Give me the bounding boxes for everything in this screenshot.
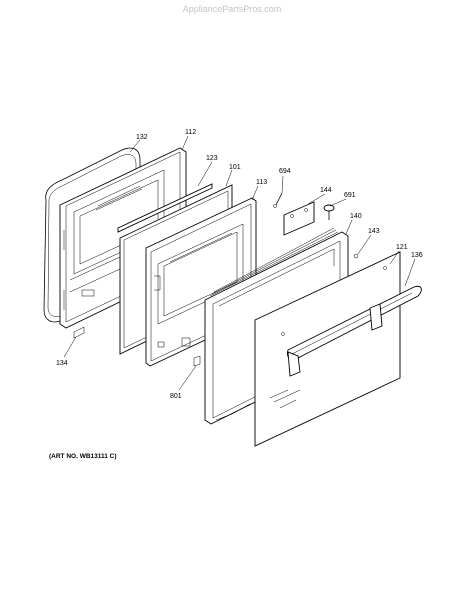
callout-136: 136 — [411, 252, 423, 259]
callout-691: 691 — [344, 192, 356, 199]
callout-134: 134 — [56, 360, 68, 367]
part-123-insulation — [117, 183, 213, 233]
part-143-screw — [353, 253, 359, 259]
callout-112: 112 — [185, 129, 196, 136]
callout-694: 694 — [279, 168, 291, 175]
callout-143: 143 — [368, 228, 380, 235]
callout-144: 144 — [320, 187, 332, 194]
part-134-hinge — [73, 326, 85, 339]
part-691-screw — [323, 204, 335, 220]
callout-123: 123 — [206, 155, 218, 162]
part-801-clip — [193, 355, 201, 367]
callout-132: 132 — [136, 134, 148, 141]
callout-101: 101 — [229, 164, 241, 171]
part-144-bracket — [283, 201, 315, 236]
part-136-handle — [287, 285, 422, 377]
callout-140: 140 — [350, 213, 362, 220]
leader-lines — [63, 135, 416, 391]
callout-801: 801 — [170, 393, 182, 400]
callout-121: 121 — [396, 244, 408, 251]
callout-labels: 132 112 123 101 113 694 144 691 140 143 … — [56, 129, 423, 400]
art-number-label: (ART NO. WB13111 C) — [49, 453, 117, 460]
part-694-screw — [273, 192, 283, 208]
callout-113: 113 — [256, 179, 267, 186]
watermark-text: AppliancePartsPros.com — [183, 4, 282, 14]
part-121-outer-glass — [254, 251, 401, 447]
